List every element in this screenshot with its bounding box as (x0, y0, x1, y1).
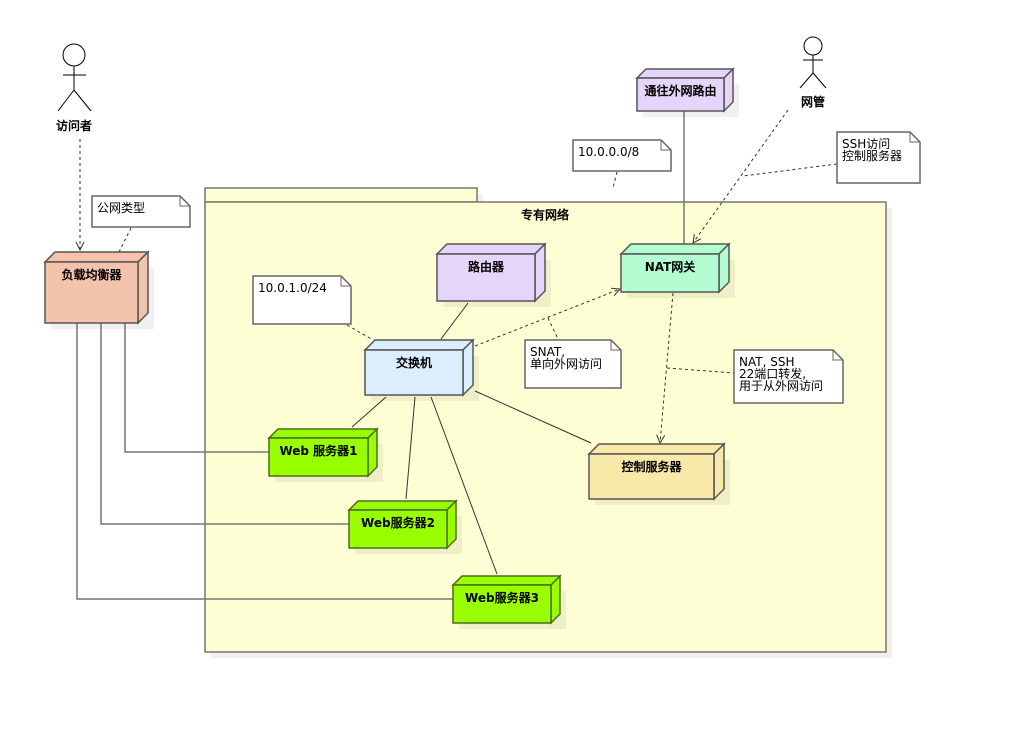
edge-lb-web2 (100, 323, 349, 525)
connections (76, 109, 838, 600)
note-snat[interactable]: SNAT,单向外网访问 (524, 339, 622, 389)
note-text-line: 10.0.1.0/24 (258, 281, 327, 295)
note-text-line: 22端口转发, (739, 366, 806, 381)
edge-switch-web2 (405, 396, 416, 500)
note-subnet[interactable]: 10.0.1.0/24 (252, 275, 352, 325)
node-ext-router[interactable]: 通往外网路由 (635, 67, 739, 117)
node-ctrl[interactable]: 控制服务器 (587, 442, 730, 505)
note-text-line: 单向外网访问 (530, 356, 602, 371)
edge-note-ssh (742, 163, 838, 177)
node-label: 交换机 (396, 355, 432, 370)
node-switch[interactable]: 交换机 (363, 338, 479, 401)
node-label: 通往外网路由 (644, 83, 716, 98)
edge-note-subnet (346, 324, 374, 341)
node-label: Web服务器3 (465, 590, 539, 605)
note-public[interactable]: 公网类型 (91, 195, 191, 228)
edge-switch-web1 (351, 396, 387, 428)
note-text-line: 10.0.0.0/8 (578, 145, 639, 159)
note-text-line: NAT, SSH (739, 355, 794, 369)
node-web2[interactable]: Web服务器2 (347, 499, 462, 554)
edge-switch-web3 (430, 396, 498, 575)
node-nat[interactable]: NAT网关 (619, 242, 735, 298)
edge-note-public (118, 227, 132, 253)
note-text-line: 公网类型 (97, 201, 145, 215)
note-text-line: 控制服务器 (842, 148, 902, 163)
node-label: 负载均衡器 (61, 267, 122, 282)
node-lb[interactable]: 负载均衡器 (43, 250, 154, 329)
node-label: Web服务器2 (361, 515, 435, 530)
note-10-8[interactable]: 10.0.0.0/8 (572, 139, 672, 172)
edge-router-switch (440, 302, 469, 340)
edge-note-snat (547, 317, 559, 340)
node-router[interactable]: 路由器 (435, 242, 551, 307)
node-web3[interactable]: Web服务器3 (451, 574, 566, 629)
actor-admin-label: 网管 (801, 94, 825, 109)
note-text-line: SSH访问 (842, 137, 890, 151)
edge-switch-nat (474, 289, 620, 347)
actor-visitor-label: 访问者 (56, 118, 92, 133)
edge-note-10-8 (612, 171, 618, 189)
package-label: 专有网络 (521, 207, 569, 222)
note-text-line: SNAT, (530, 345, 565, 359)
node-label: Web 服务器1 (279, 443, 357, 458)
node-label: 控制服务器 (621, 459, 682, 474)
edge-lb-web3 (76, 323, 453, 600)
edge-note-natssh (666, 367, 735, 374)
edge-nat-ctrl (660, 292, 674, 443)
node-label: 路由器 (468, 259, 505, 274)
actor-admin[interactable]: 网管 (799, 36, 827, 109)
note-text-line: 用于从外网访问 (739, 379, 823, 393)
edge-switch-ctrl (474, 390, 592, 444)
edge-lb-web1 (124, 323, 270, 453)
actor-visitor[interactable]: 访问者 (56, 43, 92, 133)
node-label: NAT网关 (645, 259, 696, 274)
node-web1[interactable]: Web 服务器1 (267, 427, 383, 482)
